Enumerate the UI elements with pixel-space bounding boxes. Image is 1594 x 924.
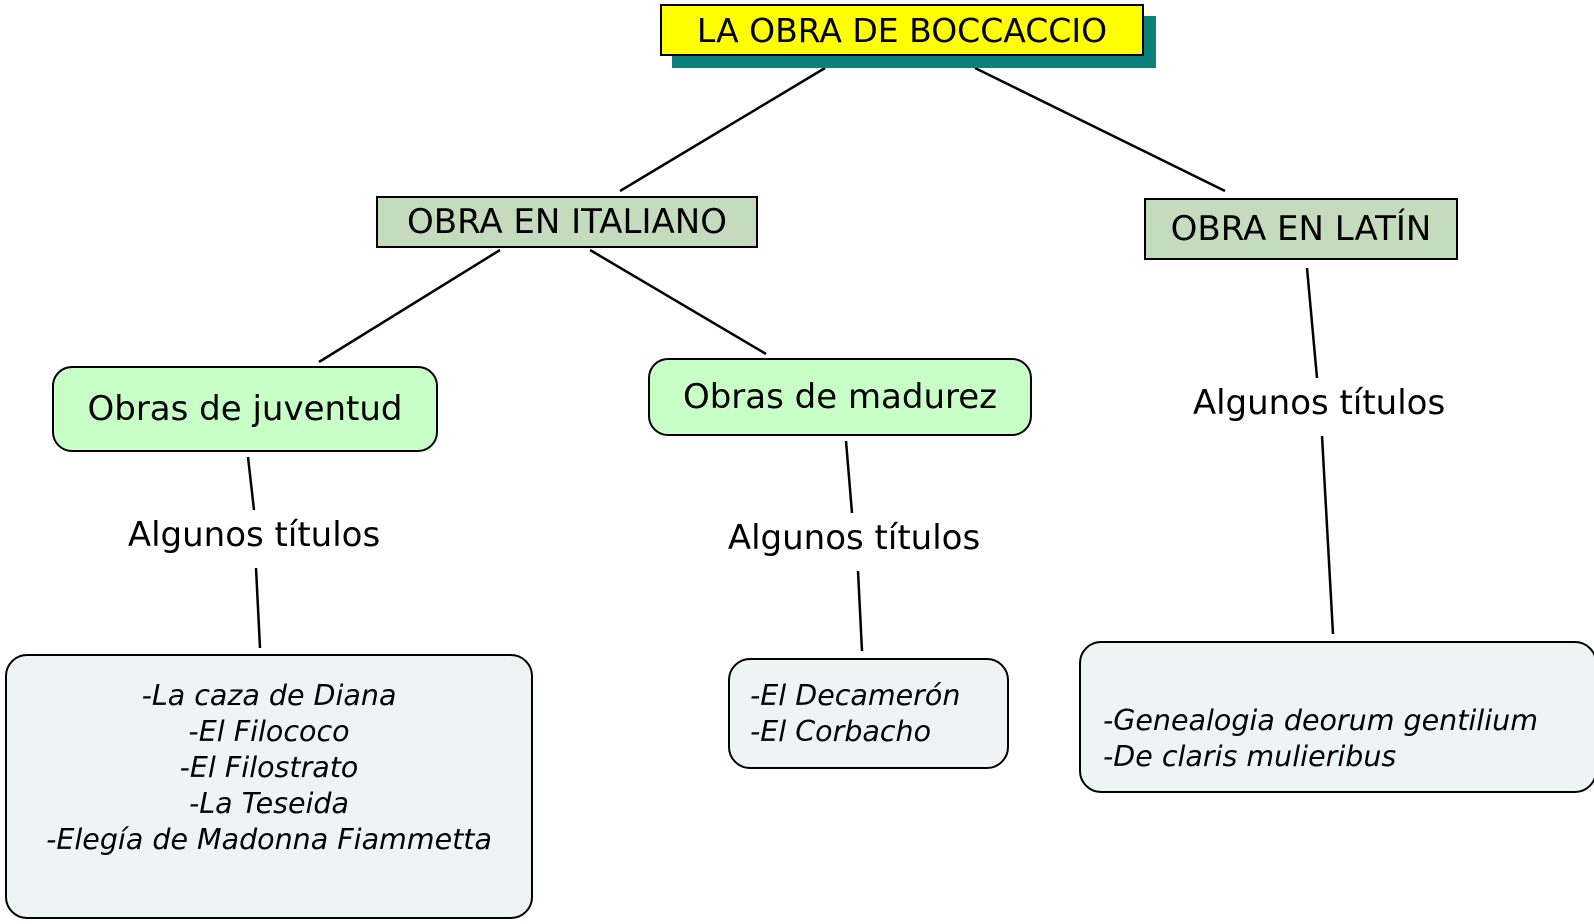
titles-list-youth: -La caza de Diana-El Filococo-El Filostr…	[7, 678, 531, 858]
connector-italian-youth	[318, 248, 501, 364]
link-label-latin-titles: Algunos títulos	[1186, 383, 1452, 423]
connector-root-italian	[619, 66, 826, 193]
root-node[interactable]: LA OBRA DE BOCCACCIO	[660, 4, 1144, 56]
connector-label-latin-titles	[1320, 435, 1335, 635]
link-label-maturity-titles: Algunos títulos	[721, 518, 987, 558]
titles-box-latin[interactable]: -Genealogia deorum gentilium-De claris m…	[1079, 641, 1594, 793]
titles-list-maturity: -El Decamerón-El Corbacho	[750, 678, 1007, 750]
branch-node-latin[interactable]: OBRA EN LATÍN	[1144, 198, 1458, 260]
period-node-youth[interactable]: Obras de juventud	[52, 366, 438, 452]
connector-youth-label	[246, 456, 256, 511]
branch-node-italian[interactable]: OBRA EN ITALIANO	[376, 196, 758, 248]
connector-latin-label	[1305, 267, 1319, 379]
branch-label-italian: OBRA EN ITALIANO	[407, 202, 727, 242]
title-item: -El Filococo	[188, 715, 350, 748]
connector-italian-maturity	[589, 248, 767, 356]
title-item: -Elegía de Madonna Fiammetta	[46, 823, 492, 856]
title-item: -De claris mulieribus	[1103, 740, 1397, 773]
root-label: LA OBRA DE BOCCACCIO	[696, 10, 1108, 50]
connector-root-latin	[974, 66, 1226, 193]
title-item: -La caza de Diana	[141, 679, 397, 712]
link-label-youth-titles: Algunos títulos	[121, 515, 387, 555]
period-node-maturity[interactable]: Obras de madurez	[648, 358, 1032, 436]
title-item: -La Teseida	[189, 787, 349, 820]
branch-label-latin: OBRA EN LATÍN	[1170, 209, 1432, 249]
period-label-youth: Obras de juventud	[87, 389, 403, 429]
titles-box-maturity[interactable]: -El Decamerón-El Corbacho	[728, 658, 1009, 769]
connector-label-youth-titles	[254, 567, 262, 649]
connector-maturity-label	[844, 440, 854, 514]
title-item: -El Filostrato	[179, 751, 359, 784]
title-item: -Genealogia deorum gentilium	[1103, 704, 1538, 737]
titles-list-latin: -Genealogia deorum gentilium-De claris m…	[1103, 703, 1594, 775]
title-item: -El Corbacho	[750, 715, 932, 748]
period-label-maturity: Obras de madurez	[682, 377, 998, 417]
connector-label-maturity-titles	[856, 570, 864, 652]
titles-box-youth[interactable]: -La caza de Diana-El Filococo-El Filostr…	[5, 654, 533, 919]
title-item: -El Decamerón	[750, 679, 961, 712]
